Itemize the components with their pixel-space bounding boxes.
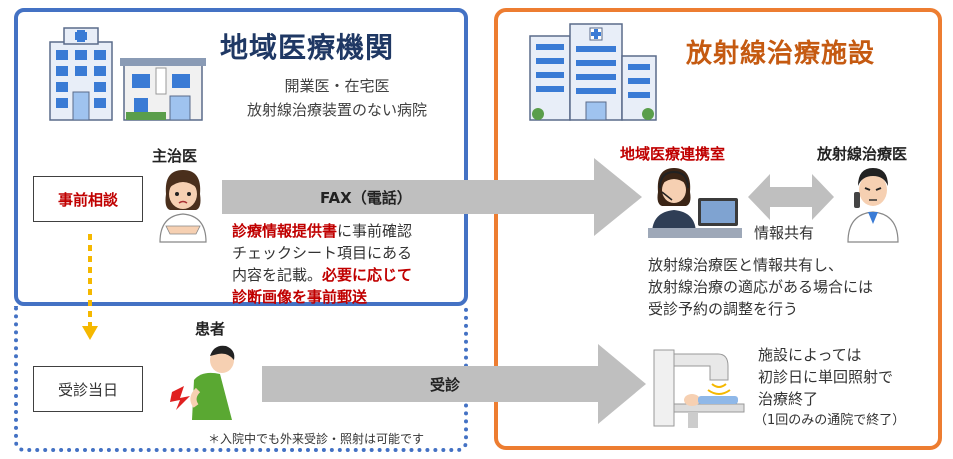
regional-clinic-subtitle: 開業医・在宅医 放射線治療装置のない病院 [232,74,442,122]
fax-desc-red-3: 必要に応じて [322,266,413,284]
fax-arrow-icon [222,158,642,236]
visit-arrow-icon [262,344,646,424]
fax-desc-rest-1: に事前確認 [337,222,413,240]
liaison-staff-icon [648,168,742,238]
subtitle-line-2: 放射線治療装置のない病院 [246,101,427,119]
facility-note-line-3: 治療終了 [758,390,819,408]
regional-clinic-title: 地域医療機関 [220,31,395,64]
fax-desc-red-1: 診療情報提供書 [232,222,338,240]
clinic-buildings-icon [49,27,206,121]
linac-machine-icon [653,349,745,428]
liaison-office-label: 地域医療連携室 [620,145,726,163]
liaison-desc-line-1: 放射線治療医と情報共有し、 [648,256,844,274]
fax-desc-line-1: 診療情報提供書に事前確認 [232,220,472,242]
subtitle-line-1: 開業医・在宅医 [284,77,390,95]
fax-desc-line-4: 診断画像を事前郵送 [232,288,368,306]
facility-note-line-1: 施設によっては [758,346,862,364]
radiation-oncologist-icon [847,168,899,243]
fax-desc-line-3: 内容を記載。必要に応じて [232,264,472,286]
patient-label: 患者 [195,320,226,338]
prior-consultation-label: 事前相談 [57,190,118,209]
radiation-hospital-icon [529,23,657,121]
facility-note-line-2: 初診日に単回照射で [758,368,894,386]
prior-consultation-box: 事前相談 [33,176,143,222]
visit-label: 受診 [430,376,461,394]
radiation-oncologist-label: 放射線治療医 [817,145,908,163]
attending-doctor-icon [159,170,207,243]
facility-note: 施設によっては 初診日に単回照射で 治療終了 （1回のみの通院で終了） [754,344,938,432]
yellow-dotted-arrow-icon [82,234,98,340]
fax-desc-line-2: チェックシート項目にある [232,244,413,262]
liaison-desc-line-3: 受診予約の調整を行う [648,300,799,318]
regional-clinic-frame [14,8,468,306]
radiation-facility-title: 放射線治療施設 [686,39,876,69]
facility-note-line-4: （1回のみの通院で終了） [754,413,906,428]
info-share-label: 情報共有 [754,224,815,242]
liaison-desc-line-2: 放射線治療の適応がある場合には [648,278,874,296]
fax-description: 診療情報提供書に事前確認 チェックシート項目にある 内容を記載。必要に応じて 診… [232,220,472,308]
radiation-facility-frame [494,8,942,450]
info-share-double-arrow-icon [748,174,834,220]
attending-doctor-label: 主治医 [152,147,198,165]
fax-desc-plain-3: 内容を記載。 [232,266,323,284]
visit-day-box: 受診当日 [33,366,143,412]
visit-day-label: 受診当日 [57,380,118,399]
inpatient-note: ＊入院中でも外来受診・照射は可能です [208,432,425,446]
fax-label: FAX（電話） [320,189,412,207]
patient-icon [170,345,235,420]
liaison-description: 放射線治療医と情報共有し、 放射線治療の適応がある場合には 受診予約の調整を行う [648,254,928,320]
